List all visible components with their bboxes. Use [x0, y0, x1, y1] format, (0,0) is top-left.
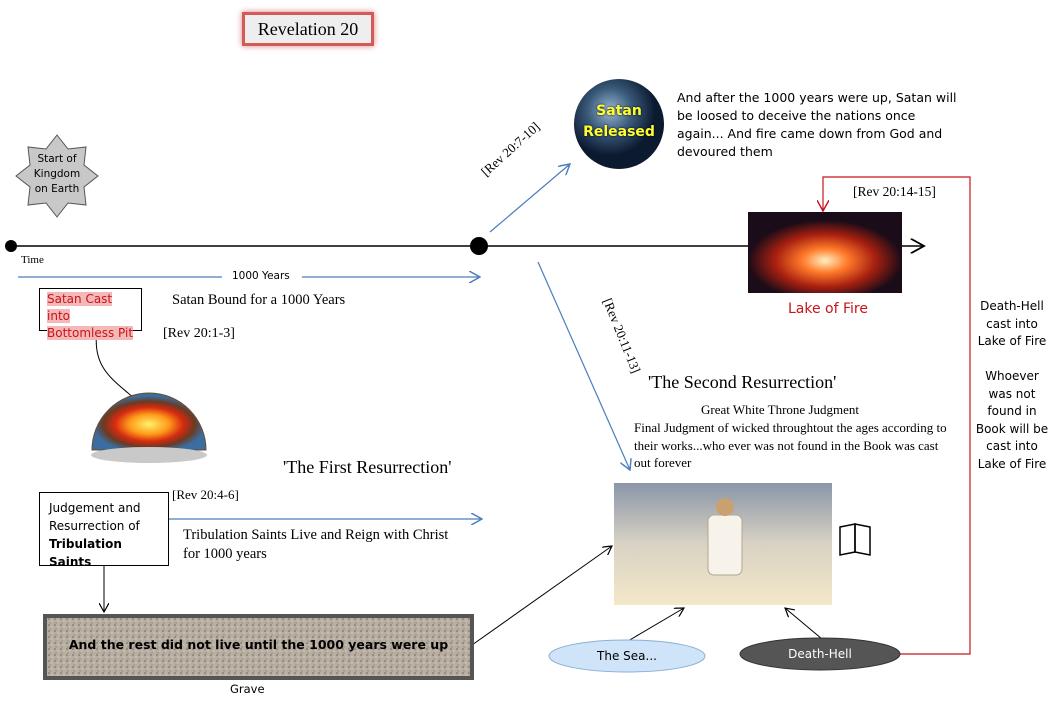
sea-to-throne-arrow: [627, 608, 684, 642]
saints-reign-text: Tribulation Saints Live and Reign with C…: [183, 526, 448, 564]
lake-of-fire-red-connector: [823, 176, 971, 655]
judgement-box: Judgement and Resurrection of Tribulatio…: [39, 492, 169, 569]
saints-reign-line1: Tribulation Saints Live and Reign with C…: [183, 527, 449, 543]
satan-released-label-1: Satan: [596, 103, 642, 119]
satan-released-text: And after the 1000 years were up, Satan …: [677, 90, 957, 159]
satan-released-globe: [574, 79, 664, 169]
throne-figure-head: [716, 498, 734, 516]
deathhell-to-throne-arrow: [785, 608, 823, 640]
satan-bound-text: Satan Bound for a 1000 Years: [172, 292, 346, 308]
sea-cloud-shape: [548, 639, 706, 673]
deathhell-cloud-label: Death-Hell: [788, 647, 852, 661]
first-resurrection-title: 'The First Resurrection': [283, 457, 452, 477]
released-arrow: [489, 164, 570, 233]
satan-released-label-2: Released: [583, 124, 655, 140]
timeline-1000-dot: [470, 237, 488, 255]
throne-figure: [707, 514, 743, 576]
timeline-start-dot: [5, 240, 17, 252]
deathhell-cloud-shape: [739, 637, 901, 671]
kingdom-star-shape: [15, 134, 99, 218]
whoever-note: Whoever was not found in Book will be ca…: [975, 369, 1049, 471]
rev-20-14-15-ref: [Rev 20:14-15]: [853, 184, 936, 199]
earth-core-shadow: [91, 447, 207, 463]
second-resurrection-title: 'The Second Resurrection': [648, 372, 837, 392]
grave-text: And the rest did not live until the 1000…: [68, 637, 449, 652]
satan-cast-label: Satan Cast into Bottomless Pit: [47, 292, 134, 340]
tribulation-saints-label: Tribulation Saints: [49, 537, 122, 569]
grave-slab: [43, 614, 474, 680]
kingdom-start-label: Start of Kingdom on Earth: [33, 153, 81, 195]
second-resurrection-arrow: [537, 261, 630, 470]
grave-label: Grave: [230, 682, 265, 696]
grave-to-throne-arrow: [471, 546, 612, 646]
rev-20-1-3-ref: [Rev 20:1-3]: [163, 326, 235, 341]
judgement-label: Judgement and Resurrection of: [49, 501, 141, 533]
saints-reign-line2: for 1000 years: [183, 546, 267, 562]
satan-cast-box: Satan Cast into Bottomless Pit: [39, 288, 142, 340]
sea-cloud-label: The Sea...: [597, 649, 657, 663]
time-label: Time: [21, 254, 44, 266]
earth-core-image: [91, 392, 207, 451]
lake-of-fire-label: Lake of Fire: [788, 301, 868, 317]
page-title: Revelation 20: [242, 12, 374, 46]
book-icon: [839, 523, 871, 556]
final-judgment-text: Final Judgment of wicked throughtout the…: [634, 420, 947, 470]
great-white-throne-subtitle: Great White Throne Judgment: [701, 402, 860, 417]
satan-released-label: Satan Released: [574, 101, 664, 143]
rev-20-4-6-ref: [Rev 20:4-6]: [172, 487, 239, 502]
lake-of-fire-image: [748, 212, 902, 293]
death-hell-note: Death-Hell cast into Lake of Fire: [977, 299, 1047, 348]
1000-years-label: 1000 Years: [232, 270, 290, 282]
